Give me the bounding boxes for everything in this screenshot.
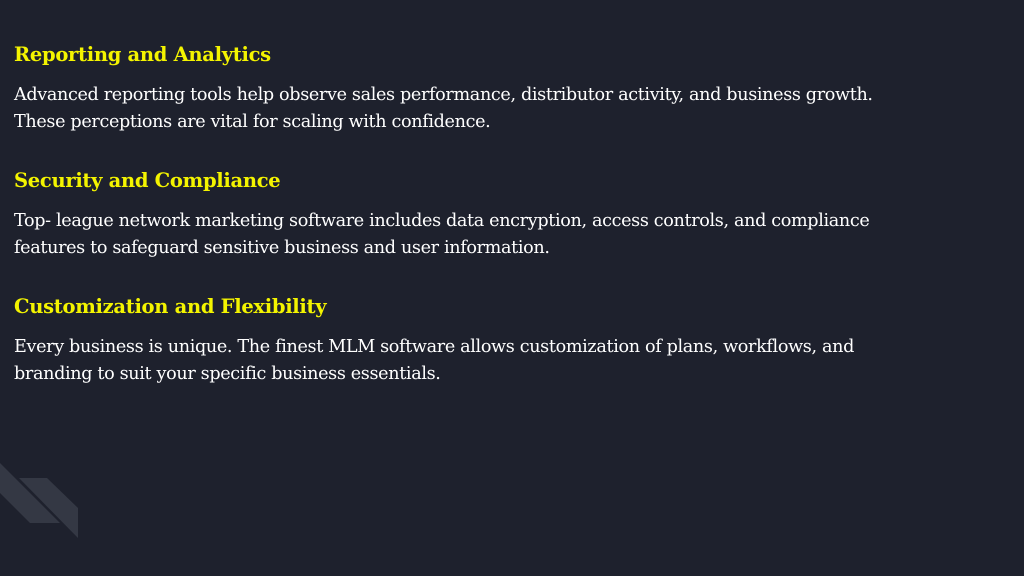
section-body: Advanced reporting tools help observe sa… [14, 82, 873, 136]
section-heading: Customization and Flexibility [14, 295, 327, 318]
section-heading: Security and Compliance [14, 169, 281, 192]
body-line: Advanced reporting tools help observe sa… [14, 85, 873, 105]
section-reporting-analytics: Reporting and Analytics Advanced reporti… [14, 42, 873, 136]
body-line: Every business is unique. The finest MLM… [14, 337, 854, 357]
section-heading: Reporting and Analytics [14, 43, 271, 66]
stripe-shape [0, 463, 60, 523]
section-security-compliance: Security and Compliance Top- league netw… [14, 168, 870, 262]
section-body: Top- league network marketing software i… [14, 208, 870, 262]
decorative-stripes-icon [0, 463, 78, 538]
section-customization-flexibility: Customization and Flexibility Every busi… [14, 294, 854, 388]
body-line: features to safeguard sensitive business… [14, 238, 550, 258]
body-line: branding to suit your specific business … [14, 364, 441, 384]
body-line: These perceptions are vital for scaling … [14, 112, 491, 132]
body-line: Top- league network marketing software i… [14, 211, 870, 231]
stripe-shape [19, 478, 78, 538]
section-body: Every business is unique. The finest MLM… [14, 334, 854, 388]
